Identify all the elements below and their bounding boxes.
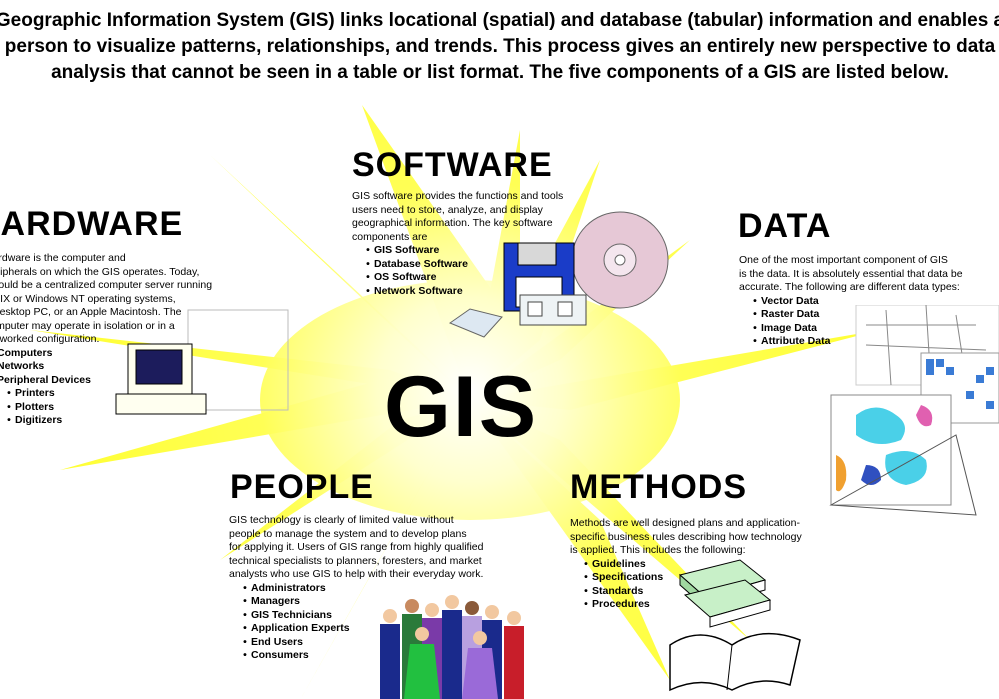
software-list: •GIS Software •Database Software •OS Sof…: [352, 244, 563, 298]
intro-line: person to visualize patterns, relationsh…: [4, 36, 996, 57]
list-item: •Printers: [7, 387, 55, 400]
list-item: •Raster Data: [753, 308, 820, 321]
hardware-line: networked configuration.: [0, 333, 100, 345]
software-box-icon: [448, 308, 503, 338]
hardware-line: UNIX or Windows NT operating systems,: [0, 292, 176, 305]
list-item: •End Users: [243, 635, 303, 648]
people-line: technical specialists to planners, fores…: [229, 554, 482, 567]
list-item: •Administrators: [243, 581, 326, 594]
list-item: •Networks: [0, 360, 45, 373]
keyboard-icon: [115, 393, 207, 415]
data-layers-illustration: [829, 305, 999, 516]
software-heading: SOFTWARE: [352, 146, 553, 184]
methods-line: Methods are well designed plans and appl…: [570, 517, 800, 529]
methods-heading: METHODS: [570, 468, 747, 506]
methods-line: is applied. This includes the following:: [570, 544, 746, 556]
hardware-line: it could be a centralized computer serve…: [0, 279, 213, 291]
people-heading: PEOPLE: [230, 468, 374, 506]
list-item: •Network Software: [366, 284, 463, 297]
list-item: •Plotters: [7, 400, 55, 413]
data-line: is the data. It is absolutely essential …: [739, 267, 963, 280]
software-line: GIS software provides the functions and …: [352, 190, 564, 202]
people-line: analysts who use GIS to help with their …: [229, 568, 484, 580]
book-stack-icon: [678, 559, 772, 628]
open-book-icon: [669, 632, 801, 692]
data-heading: DATA: [738, 207, 832, 245]
list-item: •Application Experts: [243, 622, 350, 635]
people-group-illustration: [380, 595, 524, 699]
list-item: •Vector Data: [753, 294, 819, 307]
data-list: •Vector Data •Raster Data •Image Data •A…: [739, 295, 963, 349]
image-map-icon: [830, 394, 952, 506]
list-item: •OS Software: [366, 271, 437, 284]
center-title: GIS: [384, 359, 539, 455]
list-item: •GIS Technicians: [243, 608, 332, 621]
people-list: •Administrators •Managers •GIS Technicia…: [229, 582, 483, 664]
list-item: •Digitizers: [7, 414, 63, 427]
software-line: components are: [352, 230, 428, 243]
list-item: •Image Data: [753, 321, 818, 334]
list-item: •Peripheral Devices: [0, 373, 91, 386]
list-item: •Specifications: [584, 571, 664, 584]
list-item: •GIS Software: [366, 244, 440, 256]
list-item: •Guidelines: [584, 557, 646, 570]
list-item: •Procedures: [584, 598, 650, 611]
list-item: •Attribute Data: [753, 335, 831, 348]
methods-line: specific business rules describing how t…: [570, 530, 802, 543]
software-description: GIS software provides the functions and …: [352, 190, 563, 298]
hardware-heading: HARDWARE: [0, 205, 184, 243]
intro-paragraph: Geographic Information System (GIS) link…: [0, 8, 999, 86]
intro-line: Geographic Information System (GIS) link…: [0, 10, 999, 31]
hardware-line: a desktop PC, or an Apple Macintosh. The: [0, 306, 182, 318]
books-illustration: [669, 559, 801, 692]
software-line: users need to store, analyze, and displa…: [352, 203, 543, 216]
list-item: •Computers: [0, 346, 53, 359]
people-line: for applying it. Users of GIS range from…: [229, 541, 484, 553]
people-line: people to manage the system and to devel…: [229, 527, 467, 540]
hardware-section: HARDWARE Hardware is the computer and pe…: [0, 205, 240, 445]
hardware-line: peripherals on which the GIS operates. T…: [0, 265, 200, 278]
software-line: geographical information. The key softwa…: [352, 217, 553, 229]
hardware-line: Hardware is the computer and: [0, 252, 126, 264]
hardware-line: computer may operate in isolation or in …: [0, 319, 175, 332]
data-description: One of the most important component of G…: [739, 254, 963, 349]
people-line: GIS technology is clearly of limited val…: [229, 514, 454, 526]
list-item: •Standards: [584, 584, 644, 597]
methods-description: Methods are well designed plans and appl…: [570, 517, 802, 612]
methods-list: •Guidelines •Specifications •Standards •…: [570, 558, 802, 612]
data-line: One of the most important component of G…: [739, 254, 948, 266]
computer-illustration: [115, 309, 289, 415]
software-illustration: [448, 211, 669, 338]
hardware-description: Hardware is the computer and peripherals…: [0, 252, 212, 428]
person-icon: [380, 595, 524, 699]
hardware-list: •Computers •Networks •Peripheral Devices…: [0, 347, 212, 429]
people-description: GIS technology is clearly of limited val…: [229, 514, 483, 663]
data-line: accurate. The following are different da…: [739, 281, 960, 293]
list-item: •Database Software: [366, 257, 468, 270]
list-item: •Consumers: [243, 649, 309, 662]
list-item: •Managers: [243, 595, 301, 608]
intro-line: analysis that cannot be seen in a table …: [51, 62, 949, 83]
